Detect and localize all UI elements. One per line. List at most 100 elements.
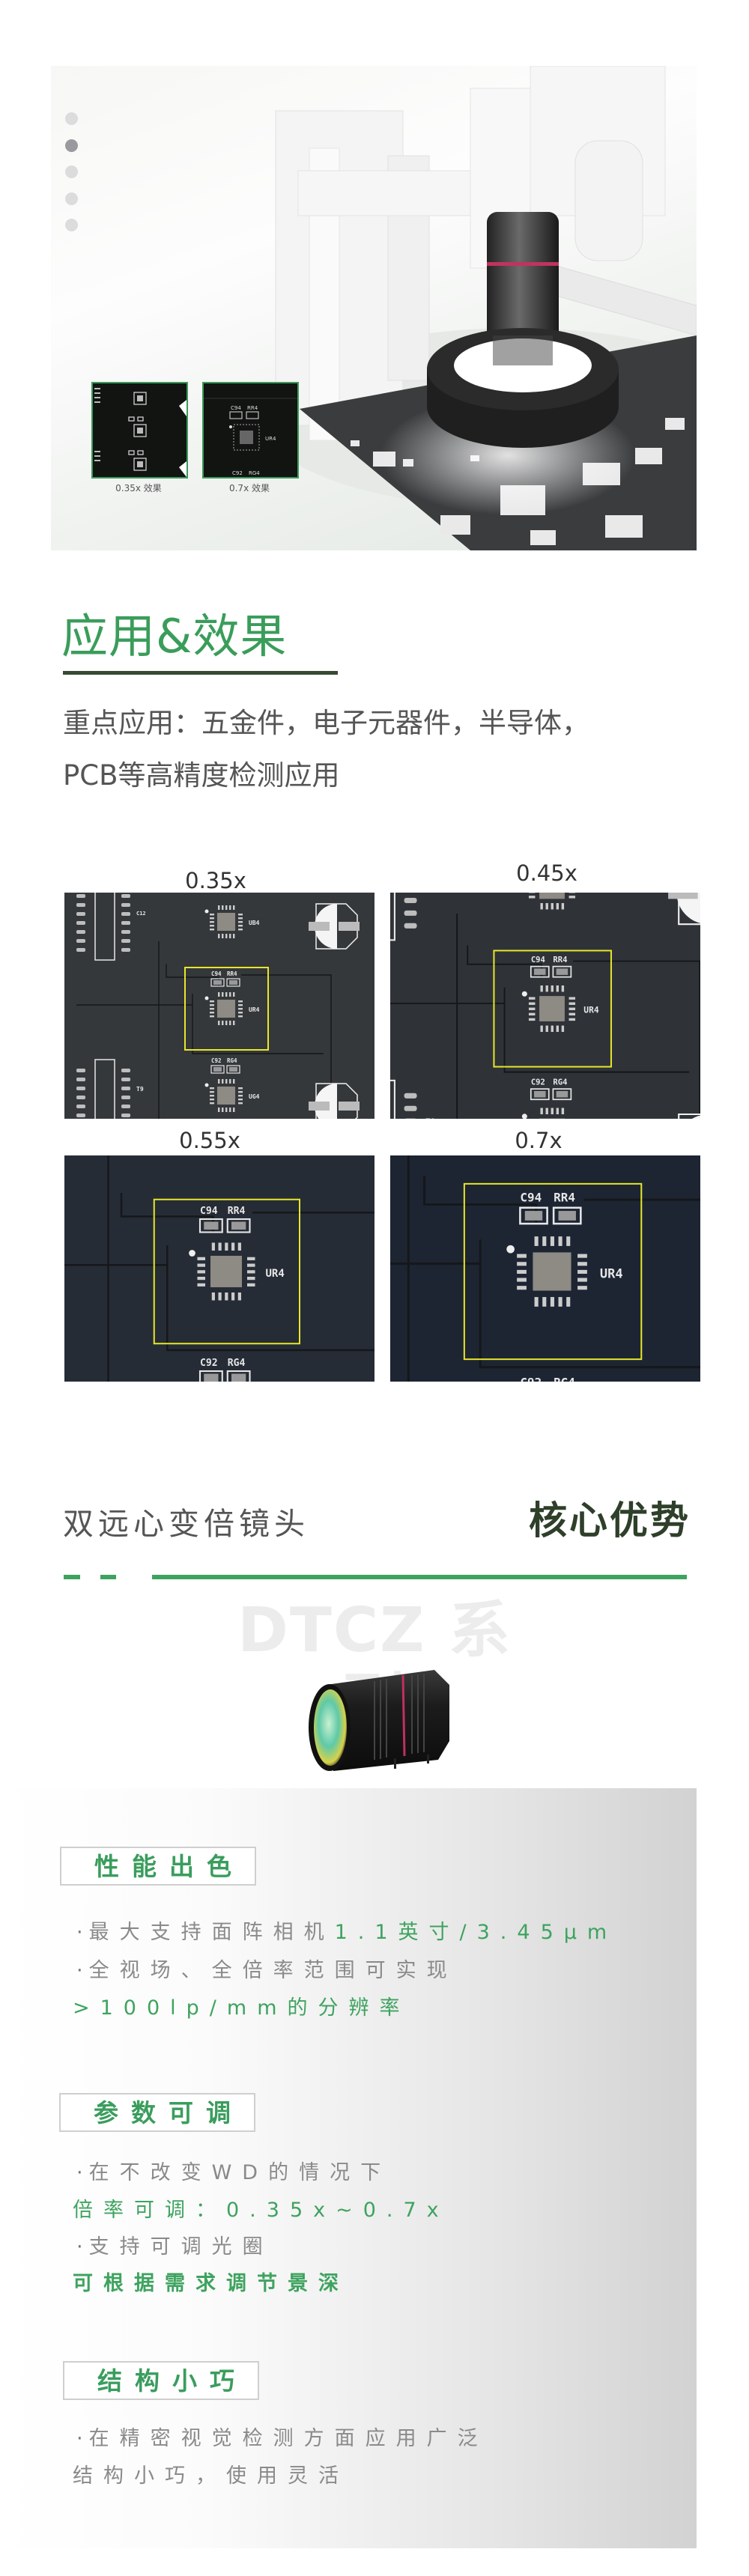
feature-line: ·在不改变WD的情况下 — [76, 2160, 391, 2187]
pcb-silkscreen-label: C94 — [520, 1190, 542, 1204]
pcb-trace — [583, 1198, 700, 1201]
feature-text-segment: · — [76, 1921, 89, 1944]
feature-tag-label: 性能出色 — [94, 1852, 244, 1881]
feature-line: 结构小巧，使用灵活 — [73, 2463, 349, 2490]
chip-pad — [539, 893, 565, 899]
pcb-silkscreen-label: C12 — [136, 911, 146, 917]
pcb-silkscreen-label: C94 — [531, 956, 545, 965]
ic-pin — [121, 1096, 130, 1099]
pcb-silkscreen-label: T9 — [136, 1086, 144, 1093]
ic-pin — [404, 1105, 417, 1111]
ic-pin — [121, 939, 130, 943]
qfn-chip: UB4 — [204, 905, 260, 938]
feature-tag-label: 参数可调 — [94, 2098, 243, 2127]
qfn-chip: UB4 — [528, 893, 599, 910]
feature-text-segment: 结构小巧，使用灵活 — [73, 2464, 349, 2488]
feature-line: ·全视场、全倍率范围可实现 — [76, 1957, 458, 1984]
ic-pin — [121, 1069, 130, 1072]
feature-text-segment: 在不改变WD的情况下 — [88, 2161, 392, 2184]
magnification-label: 0.55x — [179, 1128, 240, 1153]
ic-pin — [76, 1096, 85, 1099]
feature-text-segment: 支持可调光圈 — [88, 2235, 273, 2258]
application-text-line: PCB等高精度检测应用 — [63, 759, 340, 792]
chip-pad — [217, 913, 235, 931]
thumbnail-0.7x: C94 RR4 UR4 C92 RG4 — [202, 382, 299, 479]
carousel-dot-active[interactable] — [65, 139, 78, 152]
feature-text-segment: 全视场、全倍率范围可实现 — [88, 1959, 458, 1982]
ic-pin — [121, 1078, 130, 1081]
feature-line: >100lp/mm的分辨率 — [73, 1995, 410, 2022]
ring-light — [427, 328, 619, 448]
ic-pin — [76, 1114, 85, 1117]
pcb-silkscreen-label: RG4 — [227, 1057, 237, 1064]
title-underline — [63, 671, 338, 675]
divider-line — [152, 1575, 687, 1579]
pin1-marker — [521, 991, 527, 997]
pcb-silkscreen-label: UR4 — [266, 1268, 285, 1280]
feature-line: ·最大支持面阵相机1.1英寸/3.45μm — [76, 1919, 617, 1946]
chip-pad — [210, 1256, 242, 1287]
capacitor-footprint — [309, 1083, 360, 1119]
ic-pin — [404, 923, 417, 929]
carousel-dot[interactable] — [65, 165, 78, 178]
pin1-marker — [204, 996, 209, 1000]
pcb-silkscreen-label: C92 — [520, 1375, 542, 1382]
feature-text-segment: 倍率可调：0.35x~0.7x — [73, 2199, 449, 2222]
carousel-dot[interactable] — [65, 219, 78, 231]
capacitor-footprint — [678, 1113, 700, 1119]
pin1-marker — [204, 909, 209, 914]
feature-tag-label: 结构小巧 — [97, 2366, 247, 2396]
pcb-silkscreen-label: RR4 — [228, 1206, 246, 1217]
chip-label: UR4 — [265, 436, 276, 442]
chip-pad — [217, 1000, 235, 1018]
chip-pad — [217, 1087, 235, 1105]
section-title-core-advantages: 核心优势 — [529, 1499, 691, 1543]
pcb-silkscreen-label: UR4 — [249, 1006, 260, 1013]
hero-banner: C94 RR4 UR4 C92 RG4 0.35x 效果 0.7x 效果 — [51, 66, 697, 550]
lens-in-machine — [487, 212, 559, 343]
divider-dash — [100, 1575, 116, 1579]
carousel-dot[interactable] — [65, 112, 78, 125]
thumbnail-0.35x — [91, 382, 188, 479]
pcb-trace — [252, 1212, 374, 1214]
feature-text-segment: 在精密视觉检测方面应用广泛 — [88, 2427, 488, 2450]
carousel-dot[interactable] — [65, 192, 78, 205]
pcb-trace — [192, 994, 324, 1054]
pcb-trace — [479, 1239, 700, 1369]
ic-pin — [121, 930, 130, 934]
feature-line: ·在精密视觉检测方面应用广泛 — [76, 2425, 488, 2452]
pcb-silkscreen-label: C92 — [200, 1358, 218, 1369]
product-subtitle: 双远心变倍镜头 — [63, 1506, 309, 1542]
pcb-silkscreen-label: UG4 — [249, 1093, 260, 1100]
ic-pin — [76, 930, 85, 934]
ic-pin — [121, 1114, 130, 1117]
chip-label: C94 — [231, 405, 241, 411]
ic-pin — [404, 897, 417, 903]
pcb-silkscreen-label: T9 — [425, 1117, 436, 1119]
chip-pad — [539, 996, 565, 1021]
pcb-silkscreen-label: RG4 — [553, 1078, 567, 1087]
feature-tag-performance: 性能出色 — [60, 1847, 256, 1886]
ic-pin — [404, 910, 417, 916]
pcb-silkscreen-label: UR4 — [583, 1006, 599, 1015]
inspection-roi-box — [463, 1182, 643, 1361]
feature-text-segment: 1.1英寸/3.45μm — [334, 1921, 618, 1944]
pcb-silkscreen-label: C94 — [211, 970, 222, 977]
chip-label: RG4 — [249, 470, 260, 476]
capacitor-footprint — [668, 893, 700, 926]
ic-pin — [121, 894, 130, 898]
ic-pin — [76, 1069, 85, 1072]
pcb-silkscreen-label: UB4 — [249, 920, 260, 926]
feature-text-segment: >100lp/mm的分辨率 — [73, 1996, 410, 2020]
pcb-silkscreen-label: RR4 — [553, 956, 567, 965]
